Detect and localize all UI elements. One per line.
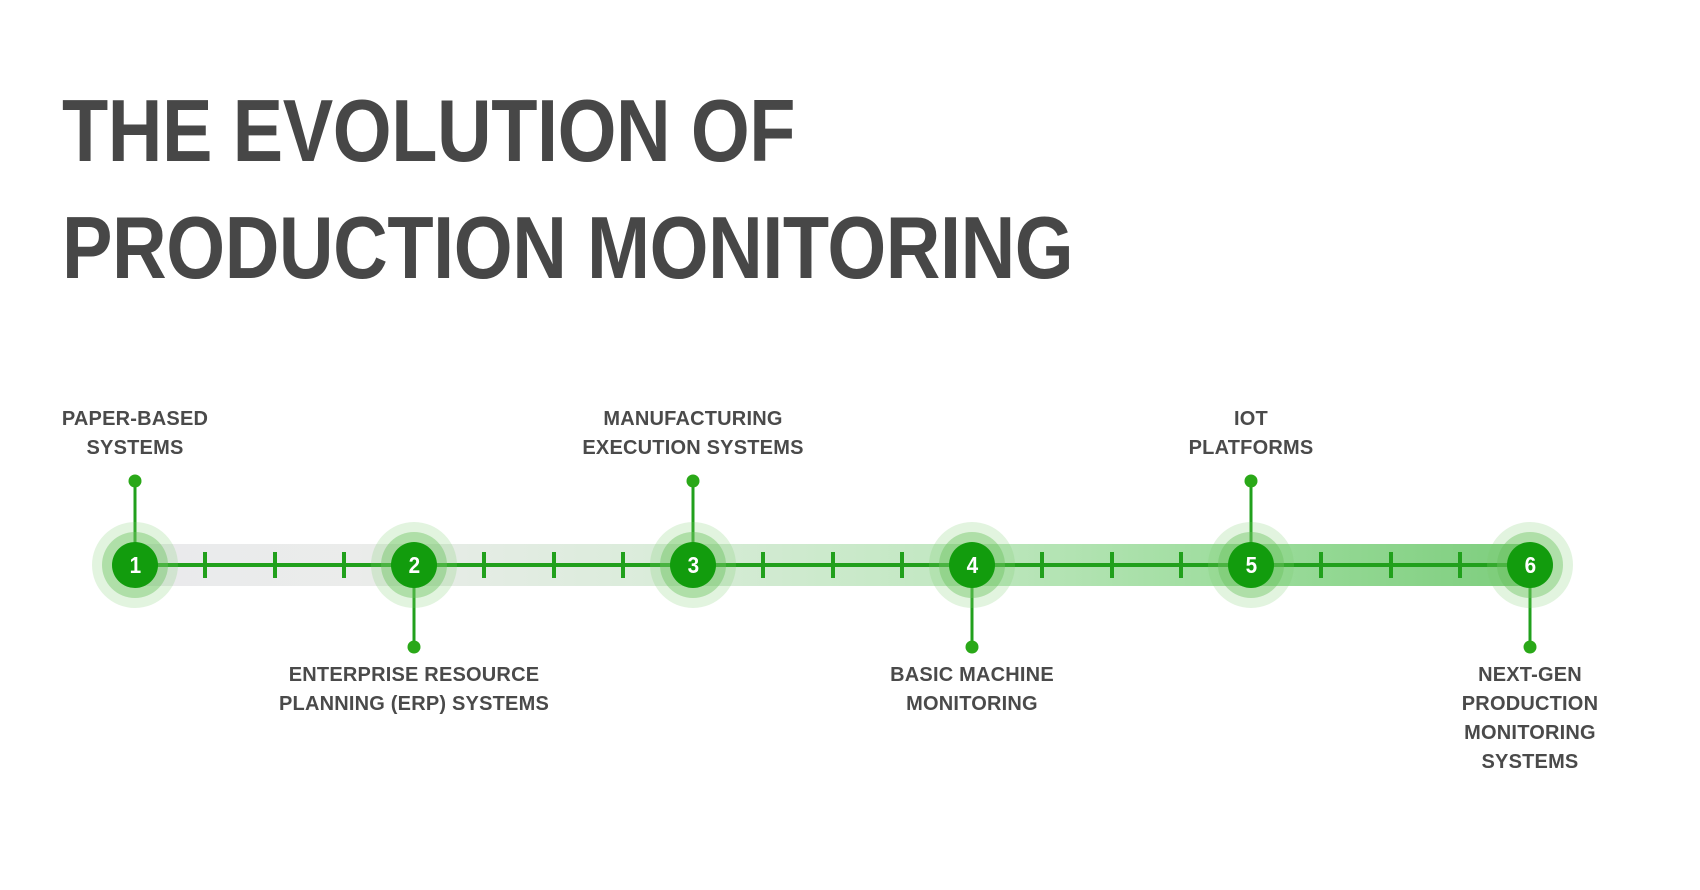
marker-number: 2: [408, 551, 420, 578]
marker-node[interactable]: 5: [1228, 542, 1274, 588]
stage-label-3: MANUFACTURING EXECUTION SYSTEMS: [582, 408, 804, 459]
marker-number: 6: [1524, 551, 1536, 578]
connector-stem: [133, 481, 137, 565]
connector-dot: [128, 474, 142, 488]
timeline-tick: [1039, 552, 1044, 578]
timeline-tick: [621, 552, 626, 578]
title-line-2: PRODUCTION MONITORING: [62, 198, 1074, 298]
timeline-tick: [481, 552, 486, 578]
marker-number: 4: [966, 551, 978, 578]
connector-dot: [965, 640, 979, 654]
connector-stem: [691, 481, 695, 565]
marker-node[interactable]: 4: [949, 542, 995, 588]
connector-dot: [407, 640, 421, 654]
marker-number: 5: [1245, 551, 1257, 578]
timeline-tick: [551, 552, 556, 578]
marker-node[interactable]: 3: [670, 542, 716, 588]
marker-number: 1: [129, 551, 141, 578]
connector-dot: [686, 474, 700, 488]
timeline-tick: [1179, 552, 1184, 578]
marker-node[interactable]: 1: [112, 542, 158, 588]
timeline-tick: [272, 552, 277, 578]
connector-stem: [970, 565, 974, 647]
connector-stem: [1528, 565, 1532, 647]
timeline-tick: [1318, 552, 1323, 578]
marker-number: 3: [687, 551, 699, 578]
timeline-tick: [1458, 552, 1463, 578]
timeline-tick: [342, 552, 347, 578]
timeline-tick: [900, 552, 905, 578]
page-title: THE EVOLUTION OF PRODUCTION MONITORING: [62, 72, 1362, 306]
connector-stem: [1249, 481, 1253, 565]
title-line-1: THE EVOLUTION OF: [62, 81, 796, 180]
stage-label-1: PAPER-BASED SYSTEMS: [61, 408, 209, 459]
stage-label-6: NEXT-GEN PRODUCTION MONITORING SYSTEMS: [1461, 664, 1599, 773]
timeline-tick: [760, 552, 765, 578]
timeline-tick: [202, 552, 207, 578]
timeline-tick: [1388, 552, 1393, 578]
timeline-tick: [1109, 552, 1114, 578]
stage-label-2: ENTERPRISE RESOURCE PLANNING (ERP) SYSTE…: [279, 664, 549, 715]
stage-label-4: BASIC MACHINE MONITORING: [890, 664, 1054, 715]
marker-node[interactable]: 6: [1507, 542, 1553, 588]
marker-node[interactable]: 2: [391, 542, 437, 588]
connector-dot: [1523, 640, 1537, 654]
connector-stem: [412, 565, 416, 647]
connector-dot: [1244, 474, 1258, 488]
stage-label-5: IOT PLATFORMS: [1188, 408, 1314, 459]
timeline-tick: [830, 552, 835, 578]
